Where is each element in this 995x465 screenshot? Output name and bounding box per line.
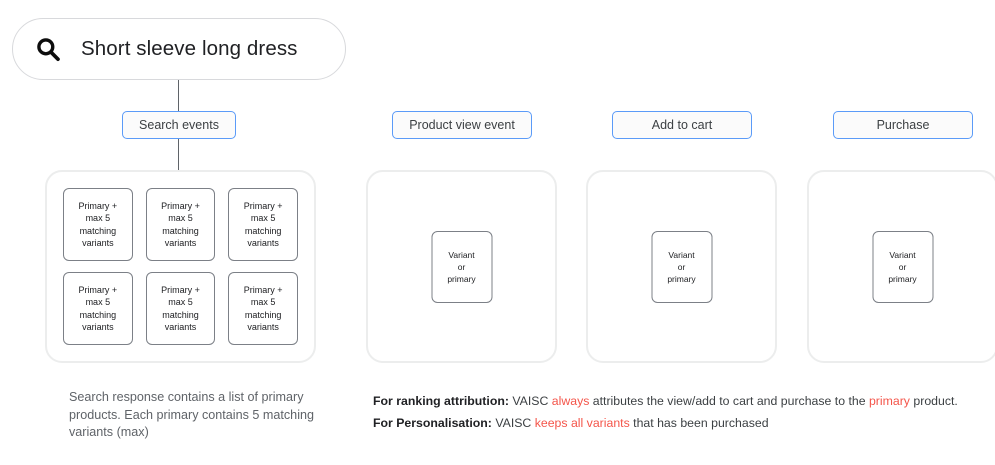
card-label-line: variants — [82, 237, 114, 248]
card-label-line: matching — [244, 309, 282, 320]
card-label-line: max 5 — [250, 297, 276, 308]
card-label-line: Variant — [448, 249, 475, 260]
note-text: that has been purchased — [629, 416, 769, 430]
note-text: VAISC — [508, 394, 552, 408]
card-label-line: Primary + — [161, 201, 200, 212]
attribution-notes: For ranking attribution: VAISC always at… — [373, 390, 988, 434]
badge-search-events[interactable]: Search events — [122, 111, 236, 139]
card-label-line: Variant — [668, 249, 695, 260]
connector-line-top — [178, 80, 180, 111]
card-label-line: variants — [164, 237, 197, 248]
card-label-line: or — [898, 261, 907, 272]
note-text: attributes the view/add to cart and purc… — [589, 394, 869, 408]
card-label-line: Primary + — [243, 201, 283, 212]
search-icon — [37, 38, 60, 62]
card-label-line: matching — [244, 225, 282, 236]
card-label-line: Variant — [889, 249, 916, 260]
badge-product-view-event-label: Product view event — [409, 118, 515, 132]
badge-add-to-cart-label: Add to cart — [651, 118, 713, 132]
card-label-line: matching — [162, 225, 199, 236]
card-label-line: or — [677, 261, 686, 272]
note-label: For ranking attribution: — [373, 394, 509, 408]
card-label-line: matching — [79, 225, 117, 236]
card-label-line: variants — [247, 321, 279, 332]
note-personalisation: For Personalisation: VAISC keeps all var… — [373, 412, 988, 434]
badge-purchase[interactable]: Purchase — [833, 111, 973, 139]
note-highlight-text: always — [551, 394, 590, 408]
search-bar[interactable]: Short sleeve long dress — [12, 18, 346, 80]
card-label-line: variants — [82, 321, 114, 332]
note-ranking-attribution: For ranking attribution: VAISC always at… — [373, 390, 988, 412]
badge-product-view-event[interactable]: Product view event — [392, 111, 532, 139]
card-label-line: Primary + — [78, 201, 118, 212]
card-label-line: primary — [667, 273, 696, 284]
card-label-line: Primary + — [161, 285, 200, 296]
badge-add-to-cart[interactable]: Add to cart — [612, 111, 752, 139]
note-highlight-text: keeps all variants — [534, 416, 630, 430]
search-query-text: Short sleeve long dress — [81, 37, 298, 60]
card-label-line: max 5 — [250, 213, 276, 224]
card-label-line: max 5 — [168, 297, 193, 308]
card-label-line: max 5 — [85, 213, 111, 224]
card-label-line: matching — [162, 309, 199, 320]
card-label-line: variants — [247, 237, 279, 248]
badge-purchase-label: Purchase — [876, 118, 930, 132]
note-label: For Personalisation: — [373, 416, 492, 430]
note-text: VAISC — [491, 416, 535, 430]
note-highlight-text: primary — [868, 394, 910, 408]
card-label-line: max 5 — [168, 213, 193, 224]
card-label-line: Primary + — [78, 285, 118, 296]
note-text: product. — [909, 394, 958, 408]
card-label-line: matching — [79, 309, 117, 320]
card-label-line: variants — [164, 321, 197, 332]
card-label-line: or — [457, 261, 466, 272]
card-label-line: max 5 — [85, 297, 111, 308]
card-label-line: primary — [447, 273, 476, 284]
search-response-caption: Search response contains a list of prima… — [69, 390, 314, 439]
connector-line-bottom — [178, 139, 180, 170]
badge-search-events-label: Search events — [139, 118, 219, 132]
card-label-line: Primary + — [243, 285, 283, 296]
card-label-line: primary — [888, 273, 917, 284]
